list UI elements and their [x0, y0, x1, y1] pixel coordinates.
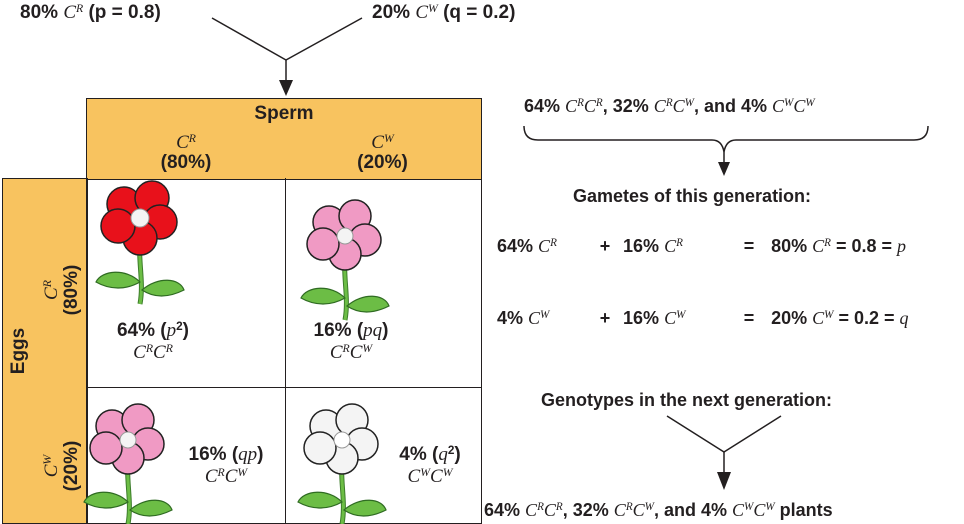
- gamete-equation-r: 64% CR + 16% CR = 80% CR = 0.8 = p: [497, 236, 907, 256]
- allele-w-frequency: 20% CW (q = 0.2): [372, 2, 516, 23]
- eggs-header: [2, 178, 36, 524]
- gamete-equation-w: 4% CW + 16% CW = 20% CW = 0.2 = q: [497, 308, 909, 328]
- row-header-cw: [34, 386, 88, 524]
- down-arrow-icon: [717, 472, 731, 490]
- cell-cr-cw: [284, 178, 482, 388]
- column-header-cr: CR (80%): [86, 130, 286, 180]
- cell-cw-cr-caption: 16% (qp) CRCW: [188, 444, 264, 487]
- row-header-cr: [34, 178, 88, 388]
- down-arrow-icon: [279, 80, 293, 96]
- allele-r-frequency: 80% CR (p = 0.8): [20, 2, 161, 23]
- pink-flower-icon: [301, 199, 389, 320]
- cell-cr-cr: [86, 178, 286, 388]
- cell-cw-cw-caption: 4% (q2) CWCW: [399, 444, 461, 487]
- sperm-header: Sperm: [86, 98, 482, 132]
- column-header-cw: CW (20%): [284, 130, 482, 180]
- next-generation-heading: Genotypes in the next generation:: [541, 390, 833, 410]
- red-flower-icon: [96, 180, 184, 304]
- next-generation-genotypes: 64% CRCR, 32% CRCW, and 4% CWCW plants: [484, 500, 833, 520]
- pink-flower-icon: [84, 403, 172, 524]
- current-genotypes: 64% CRCR, 32% CRCW, and 4% CWCW: [524, 96, 815, 116]
- down-arrow-icon: [718, 162, 730, 176]
- gametes-heading: Gametes of this generation:: [573, 186, 812, 206]
- white-flower-icon: [298, 403, 386, 524]
- cell-cr-cr-caption: 64% (p2) CRCR: [116, 320, 189, 363]
- cell-cr-cw-caption: 16% (pq) CRCW: [313, 320, 389, 363]
